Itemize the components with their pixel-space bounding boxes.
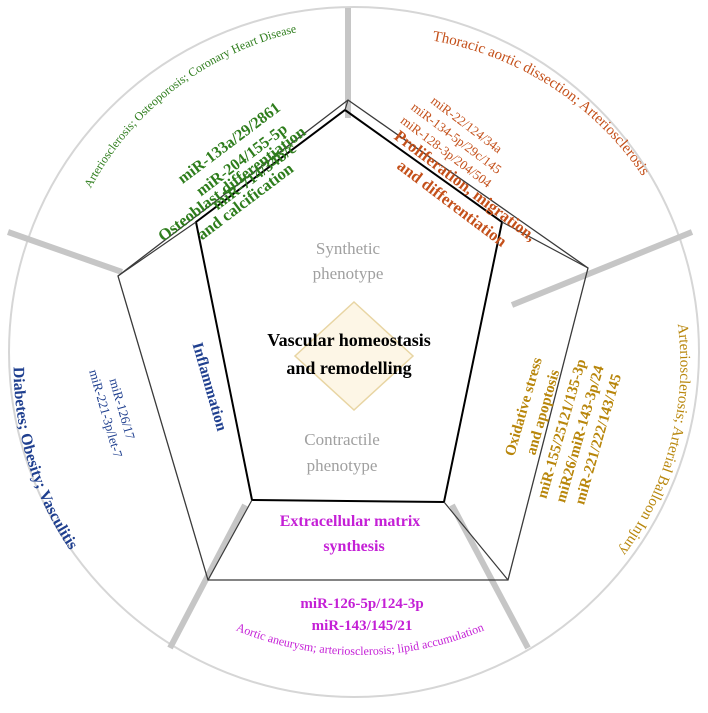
ecm-mirna-line1: miR-126-5p/124-3p (300, 596, 423, 612)
contractile-phenotype-line2: phenotype (307, 456, 378, 475)
divider-left (7, 229, 123, 275)
center-title-line1: Vascular homeostasis (267, 330, 431, 350)
pentagon-connectors (117, 99, 589, 581)
contractile-phenotype-line1: Contractile (304, 430, 380, 449)
synthetic-phenotype-line1: Synthetic (316, 239, 381, 258)
center-title-line2: and remodelling (286, 358, 411, 378)
divider-bottom-right (449, 503, 531, 650)
ecm-process-line2: synthesis (323, 538, 384, 555)
synthetic-phenotype-line2: phenotype (313, 264, 384, 283)
ecm-process-line1: Extracellular matrix (280, 513, 421, 530)
outer-pentagon (117, 99, 589, 581)
inner-pentagon (194, 108, 504, 504)
center-diamond (293, 300, 415, 412)
divider-right (510, 229, 694, 308)
ecm-mirna-line2: miR-143/145/21 (312, 618, 413, 634)
